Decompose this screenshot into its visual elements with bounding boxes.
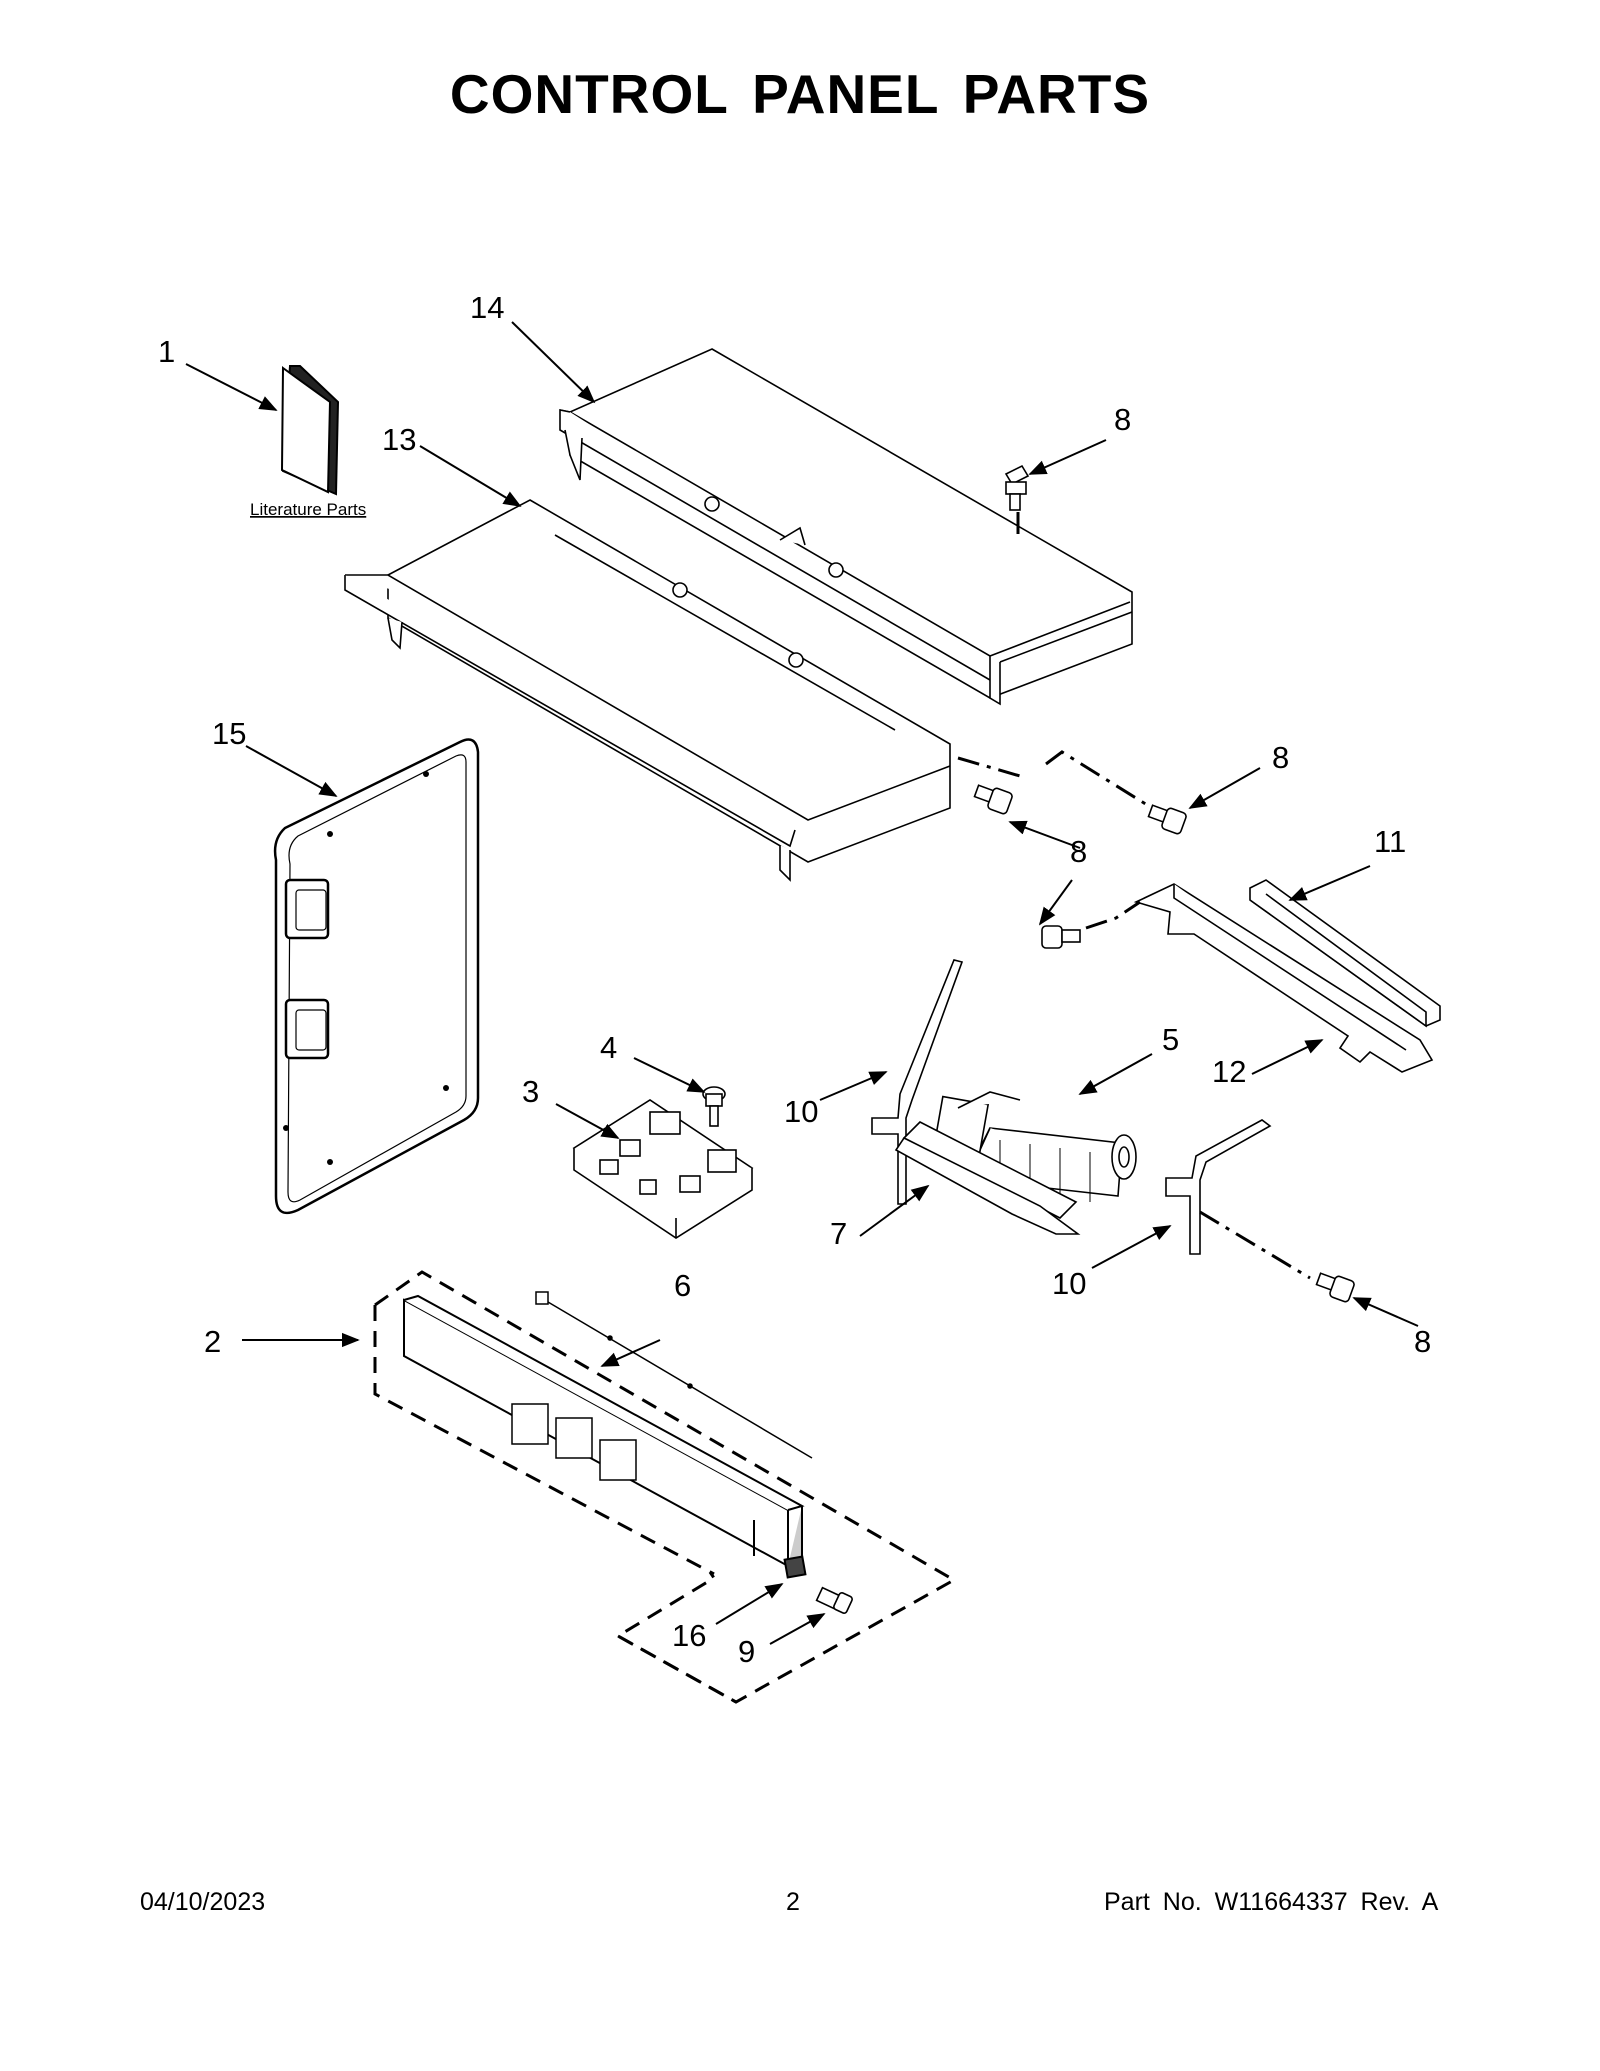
callout-labels: 1 2 3 4 5 6 7 8 8 8 8 8 9 10 10 11 12 13… xyxy=(158,290,1431,1669)
callout-13: 13 xyxy=(382,422,416,457)
callout-14: 14 xyxy=(470,290,504,325)
upper-panel-part-14 xyxy=(559,348,1133,706)
screw-part-8-rail xyxy=(1041,925,1081,949)
callout-10-left: 10 xyxy=(784,1094,818,1129)
footer-date: 04/10/2023 xyxy=(140,1888,266,1916)
callout-9: 9 xyxy=(738,1634,755,1669)
screw-part-8-bottom xyxy=(1315,1272,1355,1303)
footer-page-number: 2 xyxy=(786,1888,800,1916)
callout-1: 1 xyxy=(158,334,175,369)
clip-part-16 xyxy=(783,1555,807,1579)
callout-16: 16 xyxy=(672,1618,706,1653)
rail-part-12 xyxy=(1133,883,1434,1073)
screw-part-8-mid-left xyxy=(973,784,1013,815)
footer-part-number: Part No. W11664337 Rev. A xyxy=(1104,1888,1439,1916)
callout-8-bottom: 8 xyxy=(1414,1324,1431,1359)
gasket-strip-part-11 xyxy=(1249,879,1441,1028)
screw-part-4 xyxy=(702,1086,726,1127)
bracket-part-10-right xyxy=(1165,1119,1272,1255)
control-panel-part-2 xyxy=(373,1270,958,1704)
screw-part-8-mid-right xyxy=(1147,804,1187,835)
wire-harness-part-6 xyxy=(535,1291,813,1459)
callout-8-top: 8 xyxy=(1114,402,1131,437)
literature-parts-label: Literature Parts xyxy=(250,500,366,519)
callout-8-rail: 8 xyxy=(1070,834,1087,869)
control-board-part-3 xyxy=(572,1099,754,1239)
callout-15: 15 xyxy=(212,716,246,751)
callout-3: 3 xyxy=(522,1074,539,1109)
callout-arrows xyxy=(185,321,1419,1645)
callout-6: 6 xyxy=(674,1268,691,1303)
callout-2: 2 xyxy=(204,1324,221,1359)
callout-4: 4 xyxy=(600,1030,617,1065)
callout-10-right: 10 xyxy=(1052,1266,1086,1301)
bracket-part-10-left xyxy=(871,959,964,1205)
page-title: CONTROL PANEL PARTS xyxy=(449,63,1151,125)
alignment-lines xyxy=(957,512,1311,1280)
middle-panel-part-13 xyxy=(344,499,951,882)
deflector-part-7 xyxy=(894,1121,1081,1235)
callout-7: 7 xyxy=(830,1216,847,1251)
callout-5: 5 xyxy=(1162,1022,1179,1057)
screw-part-8-top xyxy=(1004,464,1030,511)
screw-part-9 xyxy=(815,1586,853,1614)
callout-11: 11 xyxy=(1374,824,1406,859)
callout-12: 12 xyxy=(1212,1054,1246,1089)
callout-8-mid-right: 8 xyxy=(1272,740,1289,775)
back-panel-part-15 xyxy=(273,738,480,1215)
literature-booklet xyxy=(280,365,340,496)
